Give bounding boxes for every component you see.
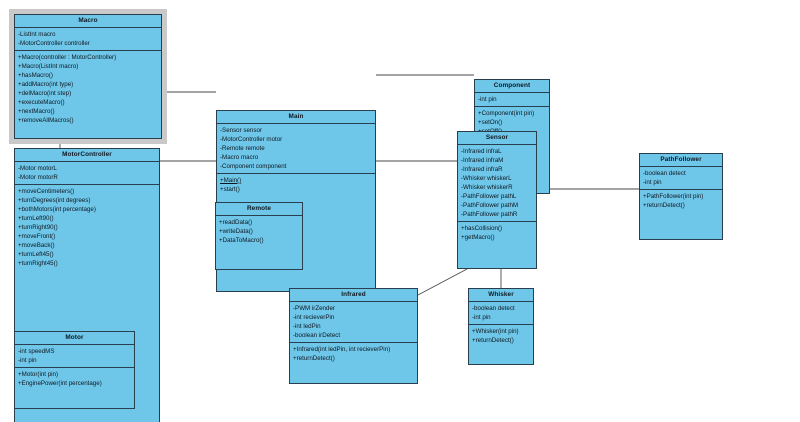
class-operation: +returnDetect() xyxy=(293,354,335,362)
class-attributes-whisker: -boolean detect-int pin xyxy=(469,302,533,326)
class-operations-motor: +Motor(int pin)+EnginePower(int percenta… xyxy=(15,368,134,390)
class-attribute: -int pin xyxy=(472,313,491,321)
class-operation: +returnDetect() xyxy=(643,201,685,209)
uml-class-macro[interactable]: Macro-ListInt macro-MotorController cont… xyxy=(10,10,166,143)
class-attribute: -Infrared infraR xyxy=(461,165,503,173)
class-operations-macro: +Macro(controller : MotorController)+Mac… xyxy=(15,51,161,127)
class-operations-infrared: +Infrared(int ledPin, int recieverPin)+r… xyxy=(290,343,417,365)
class-operation: +Whisker(int pin) xyxy=(472,327,519,335)
class-operation: +Macro(ListInt macro) xyxy=(18,62,79,70)
class-attribute: -Whisker whiskerL xyxy=(461,174,512,182)
class-operation: +EnginePower(int percentage) xyxy=(18,379,102,387)
class-title-motorcontroller: MotorController xyxy=(15,149,159,163)
class-operation: +returnDetect() xyxy=(472,336,514,344)
class-attribute: -boolean detect xyxy=(472,304,515,312)
class-title-main: Main xyxy=(217,111,375,125)
class-attribute: -Infrared infraL xyxy=(461,147,502,155)
class-operation: +turnRight45() xyxy=(18,259,58,267)
uml-class-sensor[interactable]: Sensor-Infrared infraL-Infrared infraM-I… xyxy=(457,131,537,269)
class-operation: +moveFront() xyxy=(18,232,56,240)
class-operation: +Infrared(int ledPin, int recieverPin) xyxy=(293,345,391,353)
class-attribute: -int ledPin xyxy=(293,322,321,330)
class-attributes-macro: -ListInt macro-MotorController controlle… xyxy=(15,28,161,52)
class-operation: +Main() xyxy=(220,176,242,184)
class-attribute: -int speedMS xyxy=(18,347,55,355)
class-attributes-motorcontroller: -Motor motorL-Motor motorR xyxy=(15,162,159,186)
class-attribute: -PathFollower pathM xyxy=(461,201,519,209)
class-attribute: -MotorController motor xyxy=(220,135,283,143)
uml-class-pathfollower[interactable]: PathFollower-boolean detect-int pin+Path… xyxy=(639,153,723,240)
class-attribute: -PWM irZender xyxy=(293,304,335,312)
class-attribute: -PathFollower pathR xyxy=(461,210,518,218)
class-operation: +turnDegrees(int degrees) xyxy=(18,196,91,204)
class-attribute: -int pin xyxy=(643,178,662,186)
class-attribute: -Motor motorR xyxy=(18,173,58,181)
class-operations-pathfollower: +PathFollower(int pin)+returnDetect() xyxy=(640,190,722,212)
class-operation: +delMacro(int step) xyxy=(18,89,72,97)
class-operation: +Component(int pin) xyxy=(478,109,535,117)
class-operation: +turnRight90() xyxy=(18,223,58,231)
class-attributes-pathfollower: -boolean detect-int pin xyxy=(640,167,722,191)
class-operation: +moveCentimeters() xyxy=(18,187,75,195)
class-attribute: -Sensor sensor xyxy=(220,126,262,134)
class-title-component: Component xyxy=(475,80,549,94)
class-attribute: -int pin xyxy=(18,356,37,364)
class-operation: +nextMacro() xyxy=(18,107,55,115)
class-attributes-sensor: -Infrared infraL-Infrared infraM-Infrare… xyxy=(458,145,536,223)
class-attribute: -PathFollower pathL xyxy=(461,192,517,200)
class-attribute: -boolean detect xyxy=(643,169,686,177)
class-operation: +hasCollision() xyxy=(461,224,503,232)
class-attribute: -Macro macro xyxy=(220,153,259,161)
class-operation: +setOn() xyxy=(478,118,503,126)
class-attribute: -Whisker whiskerR xyxy=(461,183,513,191)
class-title-whisker: Whisker xyxy=(469,289,533,303)
class-operations-sensor: +hasCollision()+getMacro() xyxy=(458,222,536,244)
class-operation: +executeMacro() xyxy=(18,98,65,106)
class-title-pathfollower: PathFollower xyxy=(640,154,722,168)
uml-class-remote[interactable]: Remote+readData()+writeData()+DataToMacr… xyxy=(215,202,303,270)
class-attribute: -Infrared infraM xyxy=(461,156,504,164)
class-operation: +getMacro() xyxy=(461,233,495,241)
class-operation: +start() xyxy=(220,185,240,193)
class-title-infrared: Infrared xyxy=(290,289,417,303)
class-title-remote: Remote xyxy=(216,203,302,217)
class-title-macro: Macro xyxy=(15,15,161,29)
uml-class-whisker[interactable]: Whisker-boolean detect-int pin+Whisker(i… xyxy=(468,288,534,365)
class-operation: +hasMacro() xyxy=(18,71,53,79)
class-attribute: -int pin xyxy=(478,95,497,103)
class-operation: +Macro(controller : MotorController) xyxy=(18,53,117,61)
class-attribute: -ListInt macro xyxy=(18,30,56,38)
class-operation: +writeData() xyxy=(219,227,253,235)
class-attribute: -boolean irDetect xyxy=(293,331,341,339)
class-attributes-infrared: -PWM irZender-int recieverPin-int ledPin… xyxy=(290,302,417,344)
class-attribute: -Component component xyxy=(220,162,287,170)
class-operations-remote: +readData()+writeData()+DataToMacro() xyxy=(216,216,302,247)
class-operations-main: +Main()+start() xyxy=(217,174,375,196)
class-attributes-component: -int pin xyxy=(475,93,549,108)
class-operations-motorcontroller: +moveCentimeters()+turnDegrees(int degre… xyxy=(15,185,159,270)
class-operation: +turnLeft45() xyxy=(18,250,54,258)
class-attribute: -Remote remote xyxy=(220,144,265,152)
class-title-sensor: Sensor xyxy=(458,132,536,146)
class-operation: +moveBack() xyxy=(18,241,55,249)
class-attributes-main: -Sensor sensor-MotorController motor-Rem… xyxy=(217,124,375,175)
uml-class-infrared[interactable]: Infrared-PWM irZender-int recieverPin-in… xyxy=(289,288,418,384)
class-operation: +readData() xyxy=(219,218,253,226)
class-operations-whisker: +Whisker(int pin)+returnDetect() xyxy=(469,325,533,347)
class-operation: +removeAllMacros() xyxy=(18,116,74,124)
class-attributes-motor: -int speedMS-int pin xyxy=(15,345,134,369)
class-attribute: -int recieverPin xyxy=(293,313,335,321)
class-operation: +addMacro(int type) xyxy=(18,80,74,88)
class-operation: +bothMotors(int percentage) xyxy=(18,205,96,213)
class-attribute: -MotorController controller xyxy=(18,39,90,47)
uml-class-motor[interactable]: Motor-int speedMS-int pin+Motor(int pin)… xyxy=(14,331,135,409)
association-line-sensor-infrared xyxy=(417,268,468,296)
class-operation: +Motor(int pin) xyxy=(18,370,59,378)
class-title-motor: Motor xyxy=(15,332,134,346)
class-attribute: -Motor motorL xyxy=(18,164,57,172)
class-operation: +DataToMacro() xyxy=(219,236,264,244)
class-operation: +PathFollower(int pin) xyxy=(643,192,704,200)
class-operation: +turnLeft90() xyxy=(18,214,54,222)
